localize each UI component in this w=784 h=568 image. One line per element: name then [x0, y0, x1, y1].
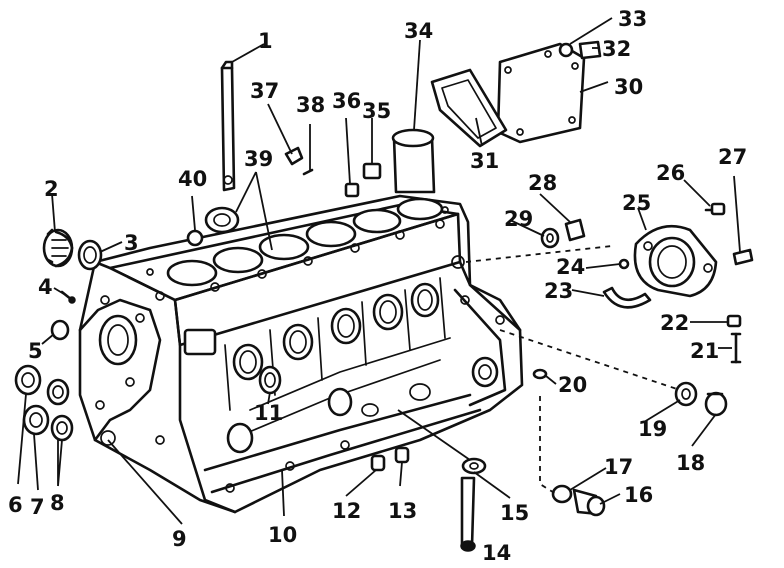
callout-28: 28: [528, 171, 557, 195]
part-bolts-21-22: [726, 314, 742, 364]
callout-4: 4: [38, 275, 53, 299]
part-bolt-28-29: [540, 218, 586, 249]
part-small-plugs: [370, 446, 410, 472]
leader-lines: [17, 17, 741, 549]
callout-15: 15: [500, 501, 529, 525]
part-drain-bolt: [551, 484, 606, 517]
callout-36: 36: [332, 89, 361, 113]
callout-27: 27: [718, 145, 747, 169]
part-side-cover: [430, 42, 586, 148]
part-pin-20: [532, 368, 548, 380]
callout-19: 19: [638, 417, 667, 441]
part-plug-18-19: [674, 381, 728, 417]
callout-34: 34: [404, 19, 433, 43]
callout-37: 37: [250, 79, 279, 103]
callout-9: 9: [172, 527, 187, 551]
part-seal-retainer: [633, 225, 718, 298]
part-washer-15: [461, 457, 487, 475]
part-cam-bearing: [204, 206, 240, 234]
callout-35: 35: [362, 99, 391, 123]
part-bolts-26-27: [704, 202, 754, 266]
callout-23: 23: [544, 279, 573, 303]
part-bolts-32-33: [558, 40, 602, 60]
callout-12: 12: [332, 499, 361, 523]
callout-40: 40: [178, 167, 207, 191]
alignment-dashes: [465, 245, 681, 495]
callout-7: 7: [30, 495, 45, 519]
part-plug-40: [186, 229, 204, 247]
callout-14: 14: [482, 541, 511, 565]
callout-25: 25: [622, 191, 651, 215]
part-water-outlet: [42, 228, 74, 268]
callout-17: 17: [604, 455, 633, 479]
callout-32: 32: [602, 37, 631, 61]
part-cylinder-liner: [391, 128, 436, 194]
callout-29: 29: [504, 207, 533, 231]
callout-8: 8: [50, 491, 65, 515]
callout-39: 39: [244, 147, 273, 171]
callout-33: 33: [618, 7, 647, 31]
callout-21: 21: [690, 339, 719, 363]
callout-38: 38: [296, 93, 325, 117]
callout-18: 18: [676, 451, 705, 475]
part-dipstick-tube: [220, 60, 236, 192]
callout-10: 10: [268, 523, 297, 547]
callout-24: 24: [556, 255, 585, 279]
part-fitting-37-38: [284, 146, 314, 176]
part-gasket-ring: [77, 239, 103, 271]
callout-1: 1: [258, 29, 273, 53]
cylinder-block: [78, 194, 524, 514]
callout-11: 11: [254, 401, 283, 425]
callout-26: 26: [656, 161, 685, 185]
part-cup-plugs: [14, 364, 74, 442]
part-plugs-35-36: [344, 162, 382, 198]
callout-16: 16: [624, 483, 653, 507]
callout-5: 5: [28, 339, 43, 363]
part-oil-pipe: [460, 476, 476, 552]
callout-2: 2: [44, 177, 59, 201]
callout-31: 31: [470, 149, 499, 173]
callout-labels: 1 2 3 4 5 6 7 8 9 10 11 12 13 14 15 16 1…: [8, 7, 747, 565]
callout-22: 22: [660, 311, 689, 335]
callout-20: 20: [558, 373, 587, 397]
part-plug: [50, 319, 70, 341]
part-pin-24: [618, 258, 630, 270]
callout-3: 3: [124, 231, 139, 255]
callout-30: 30: [614, 75, 643, 99]
callout-6: 6: [8, 493, 23, 517]
part-rear-seal-half: [602, 286, 652, 309]
callout-13: 13: [388, 499, 417, 523]
